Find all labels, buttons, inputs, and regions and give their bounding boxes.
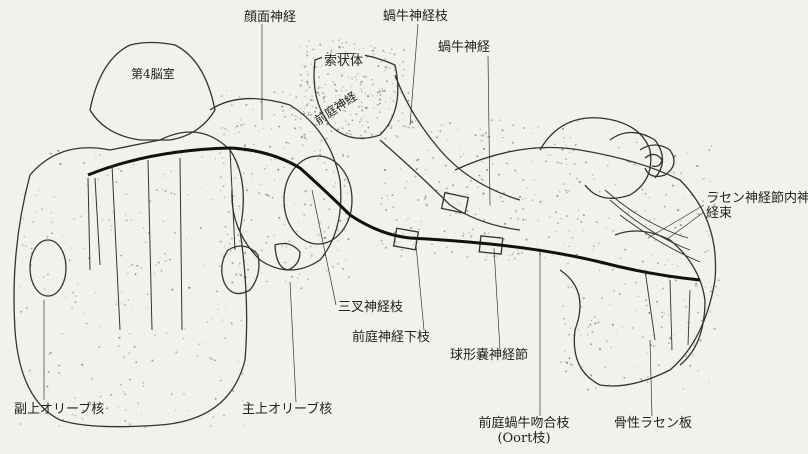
cochlear-nerve-label: 蝸牛神経	[438, 40, 490, 55]
superior-olive-inner	[275, 244, 300, 270]
leader-cochlear-branch	[410, 24, 418, 125]
osseous-spiral-lamina-label: 骨性ラセン板	[614, 416, 692, 431]
spiral-ganglion-bundle-label: ラセン神経節内神経束	[706, 191, 808, 221]
fourth-ventricle-label: 第4脳室	[131, 67, 175, 82]
stipple-texture	[19, 39, 719, 430]
cochlea-coil-2	[610, 133, 663, 179]
nerve-cuff-1	[442, 193, 469, 214]
leader-saccular	[494, 248, 500, 350]
cochlea-apex-curl	[645, 154, 662, 166]
accessory-superior-olive-label: 副上オリーブ核	[14, 402, 104, 417]
anastomosis-text: 前庭蝸牛吻合枝	[469, 416, 579, 431]
spiral-fibers	[605, 190, 700, 350]
cochlear-nerve-bundle	[395, 75, 520, 200]
cochlea-coil-1	[540, 118, 651, 199]
oort-text: (Oort枝)	[469, 431, 579, 446]
superior-olive-label: 主上オリーブ核	[242, 402, 332, 417]
accessory-olive-outline	[30, 240, 66, 296]
inferior-vestibular-branch-label: 前庭神経下枝	[352, 330, 430, 345]
restiform-body-label: 索状体	[322, 54, 365, 69]
trigeminal-region-outline	[284, 156, 352, 244]
cochlea-apex	[640, 145, 674, 176]
fourth-ventricle-outline	[90, 43, 215, 141]
leader-trigeminal	[312, 190, 336, 305]
saccular-ganglion-label: 球形嚢神経節	[450, 348, 528, 363]
trigeminal-branch-label: 三叉神経枝	[338, 300, 403, 315]
facial-nerve-label: 顔面神経	[244, 10, 296, 25]
leader-cochlear-nerve	[488, 56, 490, 205]
leader-inf-vestibular	[416, 245, 424, 330]
crossing-fibers	[88, 150, 235, 330]
brainstem-outline	[14, 132, 247, 427]
vestibulocochlear-anastomosis-label: 前庭蝸牛吻合枝 (Oort枝)	[469, 416, 579, 446]
leader-superior-olive	[290, 282, 296, 402]
cochlear-branch-label: 蝸牛神経枝	[383, 9, 448, 24]
leader-lines	[44, 24, 704, 416]
